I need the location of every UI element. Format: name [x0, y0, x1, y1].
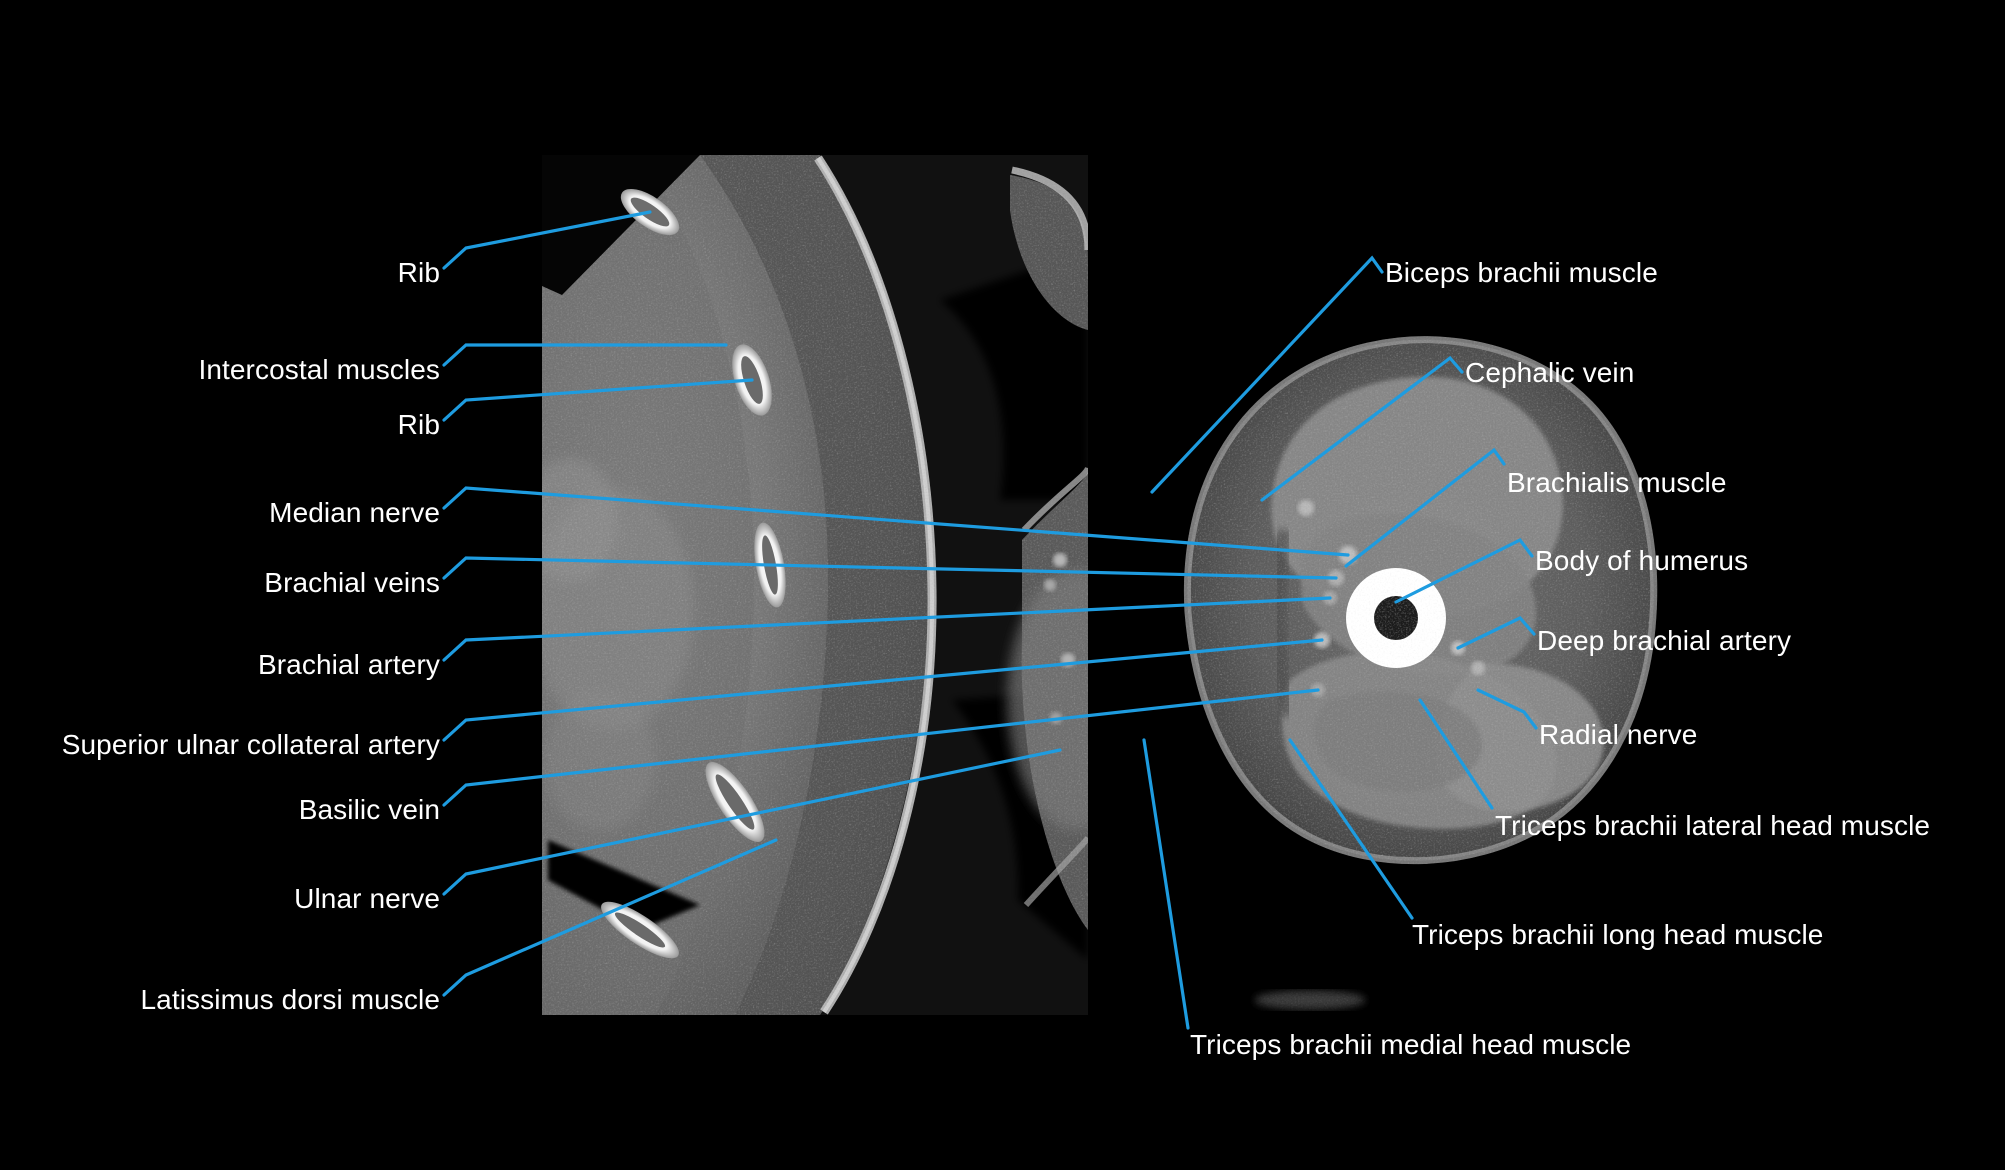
label-deep-brachial-artery: Deep brachial artery	[1537, 625, 1792, 656]
brachial-vein-structure	[1328, 570, 1344, 586]
label-triceps-brachii-medial-head-muscle: Triceps brachii medial head muscle	[1190, 1029, 1632, 1060]
label-median-nerve: Median nerve	[269, 497, 440, 528]
cephalic-vein-structure	[1298, 500, 1314, 516]
label-cephalic-vein: Cephalic vein	[1465, 357, 1635, 388]
label-brachialis-muscle: Brachialis muscle	[1507, 467, 1727, 498]
humerus-structure	[1346, 568, 1446, 668]
label-biceps-brachii-muscle: Biceps brachii muscle	[1385, 257, 1658, 288]
left-ct-panel	[542, 155, 1088, 1015]
label-radial-nerve: Radial nerve	[1539, 719, 1698, 750]
label-superior-ulnar-collateral-artery: Superior ulnar collateral artery	[61, 729, 440, 760]
brachial-artery-structure	[1314, 632, 1330, 648]
label-ulnar-nerve: Ulnar nerve	[294, 883, 440, 914]
deep-brachial-artery-structure	[1451, 641, 1465, 655]
label-rib-upper: Rib	[397, 257, 440, 288]
basilic-vein-structure	[1311, 683, 1325, 697]
label-intercostal-muscles: Intercostal muscles	[198, 354, 440, 385]
table-artifact	[1255, 991, 1365, 1009]
label-triceps-brachii-long-head-muscle: Triceps brachii long head muscle	[1412, 919, 1824, 950]
median-nerve-structure	[1339, 546, 1357, 564]
radial-nerve-structure	[1471, 661, 1485, 675]
label-body-of-humerus: Body of humerus	[1535, 545, 1749, 576]
label-rib-lower: Rib	[397, 409, 440, 440]
label-brachial-artery: Brachial artery	[257, 649, 440, 680]
label-triceps-brachii-lateral-head-muscle: Triceps brachii lateral head muscle	[1495, 810, 1931, 841]
label-basilic-vein: Basilic vein	[298, 794, 440, 825]
label-brachial-veins: Brachial veins	[264, 567, 440, 598]
label-latissimus-dorsi-muscle: Latissimus dorsi muscle	[140, 984, 440, 1015]
